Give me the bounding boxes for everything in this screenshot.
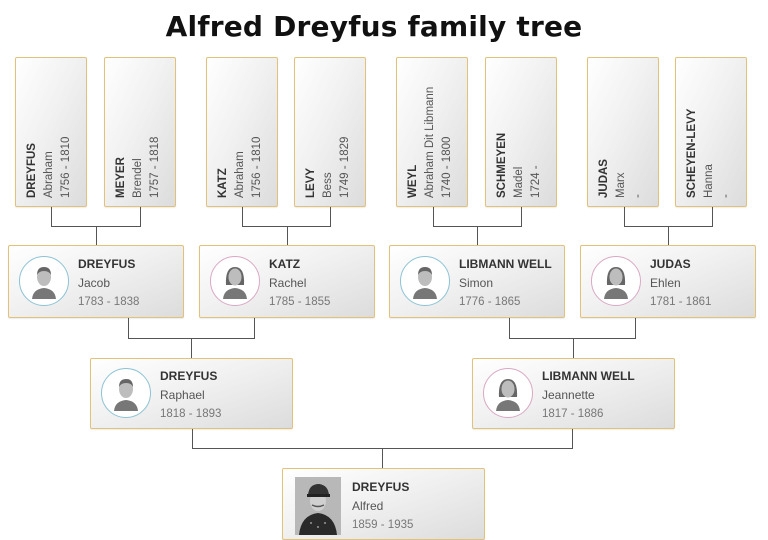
surname: SCHEYEN-LEVY (686, 108, 698, 198)
given-name: Alfred (352, 499, 384, 513)
male-avatar-icon (19, 256, 69, 306)
life-years: 1783 - 1838 (78, 296, 140, 308)
person-card-dreyfus-abraham[interactable]: DREYFUS Abraham 1756 - 1810 (15, 57, 87, 207)
life-years: 1776 - 1865 (459, 296, 521, 308)
life-years: 1756 - 1810 (251, 136, 263, 198)
given-name: Bess (322, 172, 334, 198)
surname: DREYFUS (352, 480, 410, 494)
connector (330, 207, 331, 226)
connector (573, 338, 574, 358)
connector (191, 338, 192, 358)
connector (287, 226, 288, 245)
female-avatar-icon (210, 256, 260, 306)
connector (192, 429, 193, 448)
surname: KATZ (217, 168, 229, 198)
person-card-libmann-well-simon[interactable]: LIBMANN WELL Simon 1776 - 1865 (389, 245, 565, 318)
surname: KATZ (269, 257, 301, 271)
surname: LIBMANN WELL (542, 369, 635, 383)
surname: LEVY (305, 167, 317, 198)
surname: DREYFUS (26, 143, 38, 198)
given-name: Simon (459, 276, 494, 290)
given-name: Jeannette (542, 388, 595, 402)
life-years: - (632, 194, 644, 198)
surname: JUDAS (650, 257, 691, 271)
life-years: 1740 - 1800 (441, 136, 453, 198)
connector (433, 207, 434, 226)
connector (51, 207, 52, 226)
given-name: Marx (615, 172, 627, 198)
person-card-dreyfus-jacob[interactable]: DREYFUS Jacob 1783 - 1838 (8, 245, 184, 318)
surname: MEYER (115, 157, 127, 198)
person-card-weyl-abraham[interactable]: WEYL Abraham Dit Libmann 1740 - 1800 (396, 57, 468, 207)
life-years: 1724 - (530, 165, 542, 198)
person-card-libmann-well-jeannette[interactable]: LIBMANN WELL Jeannette 1817 - 1886 (472, 358, 675, 429)
given-name: Rachel (269, 276, 307, 290)
connector (509, 338, 636, 339)
surname: LIBMANN WELL (459, 257, 552, 271)
life-years: 1757 - 1818 (149, 136, 161, 198)
connector (254, 318, 255, 338)
portrait-photo (295, 477, 341, 535)
given-name: Brendel (132, 158, 144, 198)
connector (242, 226, 331, 227)
person-card-schmeyen-madel[interactable]: SCHMEYEN Madel 1724 - (485, 57, 557, 207)
person-card-katz-abraham[interactable]: KATZ Abraham 1756 - 1810 (206, 57, 278, 207)
surname: DREYFUS (78, 257, 136, 271)
connector (477, 226, 478, 245)
connector (712, 207, 713, 226)
connector (668, 226, 669, 245)
surname: DREYFUS (160, 369, 218, 383)
life-years: 1859 - 1935 (352, 519, 414, 531)
page-title: Alfred Dreyfus family tree (165, 10, 583, 43)
life-years: 1749 - 1829 (339, 136, 351, 198)
given-name: Madel (513, 166, 525, 198)
connector (140, 207, 141, 226)
given-name: Jacob (78, 276, 111, 290)
surname: JUDAS (598, 159, 610, 198)
connector (242, 207, 243, 226)
given-name: Ehlen (650, 276, 681, 290)
life-years: 1781 - 1861 (650, 296, 712, 308)
person-card-judas-ehlen[interactable]: JUDAS Ehlen 1781 - 1861 (580, 245, 756, 318)
connector (509, 318, 510, 338)
person-card-dreyfus-alfred[interactable]: DREYFUS Alfred 1859 - 1935 (282, 468, 485, 540)
life-years: 1818 - 1893 (160, 408, 222, 420)
person-card-levy-bess[interactable]: LEVY Bess 1749 - 1829 (294, 57, 366, 207)
life-years: 1756 - 1810 (60, 136, 72, 198)
connector (128, 318, 129, 338)
given-name: Abraham (43, 151, 55, 198)
life-years: 1785 - 1855 (269, 296, 331, 308)
given-name: Abraham (234, 151, 246, 198)
female-avatar-icon (483, 368, 533, 418)
connector (96, 226, 97, 245)
female-avatar-icon (591, 256, 641, 306)
connector (521, 207, 522, 226)
given-name: Abraham Dit Libmann (424, 86, 436, 198)
male-avatar-icon (400, 256, 450, 306)
connector (382, 448, 383, 468)
connector (635, 318, 636, 338)
person-card-judas-marx[interactable]: JUDAS Marx - (587, 57, 659, 207)
person-card-katz-rachel[interactable]: KATZ Rachel 1785 - 1855 (199, 245, 375, 318)
male-avatar-icon (101, 368, 151, 418)
life-years: - (720, 194, 732, 198)
surname: SCHMEYEN (496, 132, 508, 198)
given-name: Raphael (160, 388, 205, 402)
person-card-meyer-brendel[interactable]: MEYER Brendel 1757 - 1818 (104, 57, 176, 207)
connector (624, 207, 625, 226)
person-card-dreyfus-raphael[interactable]: DREYFUS Raphael 1818 - 1893 (90, 358, 293, 429)
life-years: 1817 - 1886 (542, 408, 604, 420)
connector (572, 429, 573, 448)
person-card-scheyen-levy-hanna[interactable]: SCHEYEN-LEVY Hanna - (675, 57, 747, 207)
surname: WEYL (407, 164, 419, 198)
given-name: Hanna (703, 164, 715, 198)
